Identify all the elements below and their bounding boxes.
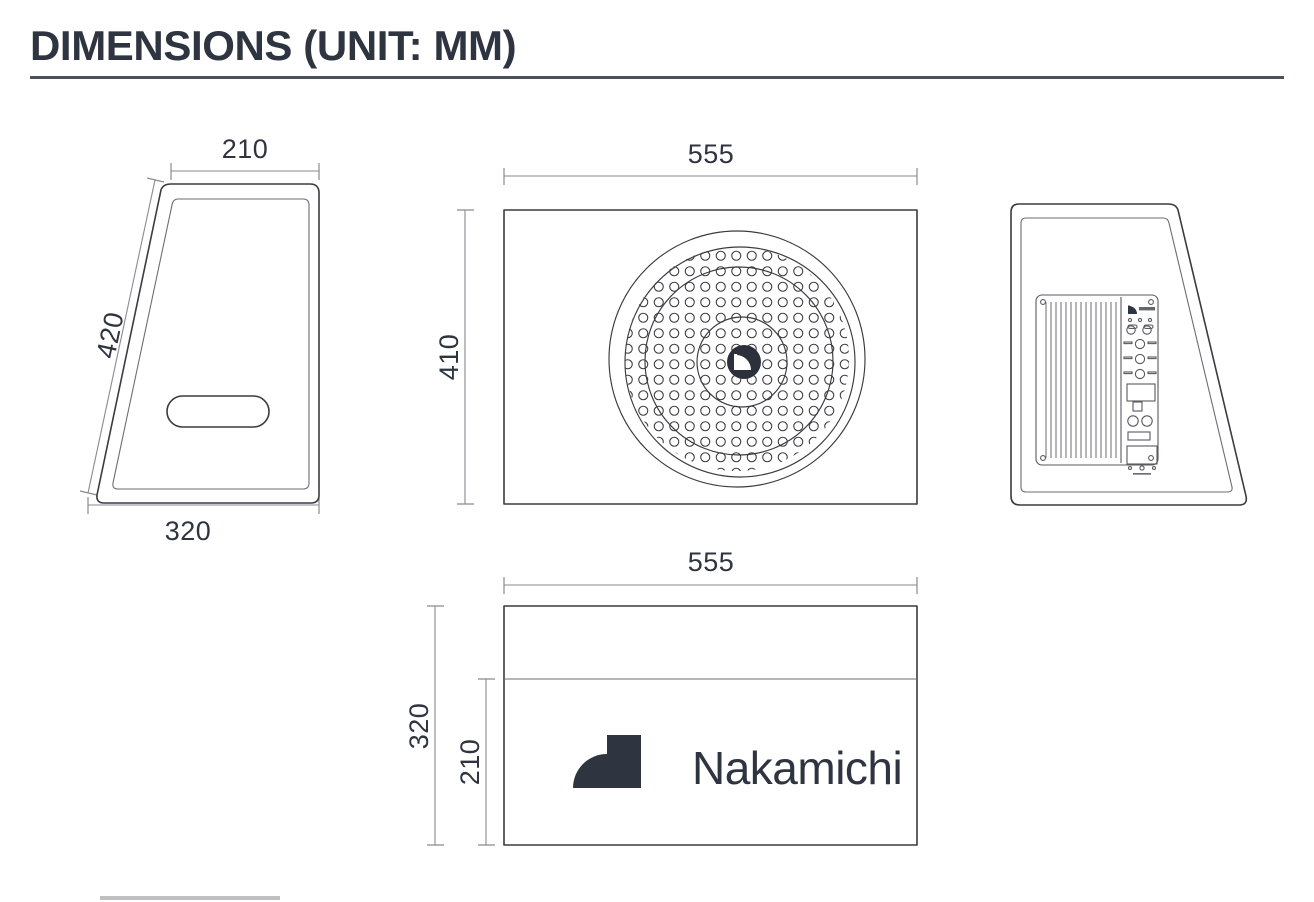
dimension-label-210-top: 210 (455, 739, 485, 786)
dimension-555-top: 555 (503, 547, 918, 594)
dimension-label-420-side: 420 (91, 309, 130, 361)
dimension-label-320-top: 320 (404, 703, 434, 750)
side-inner-profile (112, 198, 310, 490)
dimension-label-410-front: 410 (434, 334, 464, 381)
heatsink-fins (1045, 302, 1117, 458)
brand-wordmark: Nakamichi (692, 742, 902, 794)
panel-brand-logo (1128, 305, 1137, 314)
top-view-group: 555 320 210 (404, 547, 918, 846)
panel-control-knobs (1126, 325, 1152, 380)
dimension-label-320-side: 320 (165, 516, 212, 546)
panel-output-jack (1127, 431, 1151, 441)
rear-outer-profile (1010, 203, 1248, 506)
brand-logo-mark (573, 735, 641, 788)
front-face-outline (503, 209, 918, 505)
panel-brand-wordmark (1139, 307, 1155, 311)
dimension-label-210-side: 210 (222, 134, 269, 164)
title-divider (30, 76, 1284, 80)
center-cap-logo-mark (734, 354, 751, 370)
dimension-210-side: 210 (170, 134, 320, 180)
dimension-210-top: 210 (455, 678, 495, 846)
grille-inner-ring (696, 316, 788, 408)
rear-view-group (1010, 203, 1248, 506)
side-outer-profile (96, 183, 320, 504)
handle-slot (166, 395, 270, 428)
front-view-group: 555 410 (434, 139, 918, 505)
panel-model-label (1133, 473, 1151, 475)
dimension-320-side: 320 (87, 497, 320, 546)
dimension-label-555-front: 555 (688, 139, 735, 169)
panel-rca-inputs (1127, 415, 1153, 427)
grille-second-ring (624, 246, 856, 478)
rear-inner-profile (1020, 217, 1233, 493)
panel-connector-block (1126, 383, 1156, 402)
panel-indicator-row (1127, 317, 1153, 323)
dimension-320-top: 320 (404, 605, 444, 846)
dimension-label-555-top: 555 (688, 547, 735, 577)
dimension-410-front: 410 (434, 209, 474, 505)
panel-knob-labels (1123, 341, 1157, 375)
grille-mid-ring (644, 266, 834, 456)
page-title: DIMENSIONS (UNIT: MM) (30, 22, 517, 69)
dimension-420-side: 420 (79, 177, 165, 496)
footer-partial-mark (100, 896, 280, 900)
panel-fuse-holder (1132, 401, 1143, 412)
plate-screw-holes (1040, 299, 1154, 461)
dimension-555-front: 555 (503, 139, 918, 185)
amplifier-plate (1035, 294, 1159, 466)
page-title-block: DIMENSIONS (UNIT: MM) (30, 22, 1284, 80)
panel-terminal-screws (1127, 465, 1157, 471)
top-face-outline (503, 605, 918, 846)
grille-outer-ring (608, 230, 866, 488)
panel-terminal-block (1126, 445, 1158, 465)
side-view-group: 210 320 420 (79, 134, 320, 546)
